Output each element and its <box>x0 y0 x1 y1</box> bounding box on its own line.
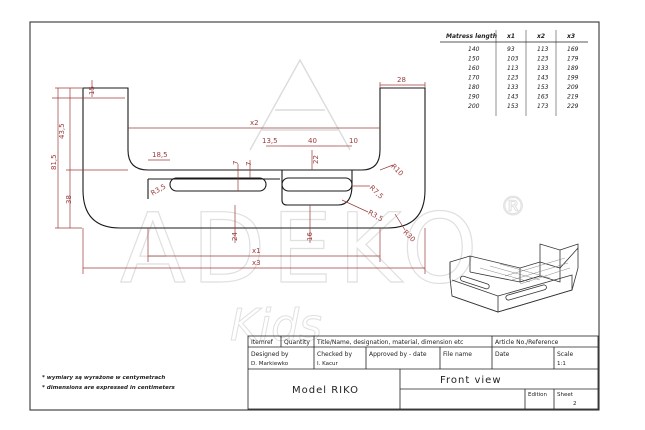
dim-22: 22 <box>312 155 320 164</box>
table-cell: 199 <box>567 75 579 82</box>
tb-article: Article No./Reference <box>495 339 559 346</box>
table-cell: 153 <box>537 84 549 91</box>
table-rows: 140 93 113 169 150 103 123 179 160 113 133 189 170 12… <box>468 46 579 110</box>
table-cell: 133 <box>507 84 519 91</box>
table-cell: 190 <box>468 94 480 101</box>
tb-designed-by-label: Designed by <box>251 351 289 358</box>
table-cell: 150 <box>468 56 480 63</box>
tb-sheet: 2 <box>573 401 577 407</box>
tb-quantity: Quantity <box>284 339 310 346</box>
table-cell: 133 <box>537 65 549 72</box>
watermark-registered: ® <box>500 192 526 222</box>
watermark-house-icon <box>249 58 351 151</box>
dimension-lines <box>52 80 426 274</box>
table-cell: 140 <box>468 46 480 53</box>
title-block <box>247 335 599 410</box>
dim-16: 16 <box>306 232 314 241</box>
table-cell: 143 <box>537 75 549 82</box>
tb-checked-by-label: Checked by <box>317 351 352 358</box>
dim-81-5: 81,5 <box>50 154 58 170</box>
cutout-right <box>281 170 353 206</box>
tb-scale-label: Scale <box>557 351 573 358</box>
dim-40: 40 <box>308 137 317 145</box>
dim-24: 24 <box>231 232 239 241</box>
table-cell: 113 <box>507 65 519 72</box>
dim-r10: R10 <box>389 162 404 177</box>
notes: * wymiary są wyrażone w centymetrach * d… <box>42 375 176 391</box>
table-cell: 170 <box>468 75 480 82</box>
dim-10: 10 <box>349 137 358 145</box>
table-cell: 229 <box>567 103 579 110</box>
dim-43-5: 43,5 <box>58 123 66 139</box>
note-english: * dimensions are expressed in centimeter… <box>42 385 176 391</box>
tb-title-desc: Title/Name, designation, material, dimen… <box>316 339 463 346</box>
watermark-brand: ADEKO <box>120 193 484 305</box>
table-cell: 180 <box>468 84 480 91</box>
table-header-x3: x3 <box>566 33 575 40</box>
dim-13-5: 13,5 <box>262 137 278 145</box>
table-cell: 189 <box>567 65 579 72</box>
dim-28: 28 <box>397 76 406 84</box>
tb-date-label: Date <box>495 351 510 358</box>
matress-table: Matress length x1 x2 x3 140 93 113 169 150 10… <box>440 30 588 116</box>
table-cell: 153 <box>507 103 519 110</box>
table-cell: 179 <box>567 56 579 63</box>
isometric-view <box>449 243 579 313</box>
dim-7a: 7 <box>232 161 240 165</box>
tb-designed-by: D. Markiewko <box>251 361 289 367</box>
table-cell: 209 <box>567 84 579 91</box>
dim-18-5: 18,5 <box>152 151 168 159</box>
dim-x3: x3 <box>252 259 261 267</box>
tb-itemref: Itemref <box>251 339 274 346</box>
table-cell: 160 <box>468 65 480 72</box>
slot-left <box>169 177 267 192</box>
title-block-text: Itemref Quantity Title/Name, designation… <box>251 339 577 407</box>
slot-right <box>281 177 353 192</box>
table-cell: 200 <box>468 103 480 110</box>
table-cell: 169 <box>567 46 579 53</box>
table-header-x2: x2 <box>536 33 545 40</box>
table-cell: 143 <box>507 94 519 101</box>
dim-x1: x1 <box>252 247 261 255</box>
table-cell: 93 <box>507 46 515 53</box>
table-cell: 103 <box>507 56 519 63</box>
tb-file-label: File name <box>443 351 472 358</box>
table-cell: 123 <box>507 75 519 82</box>
watermark: ADEKO Kids ® <box>119 58 527 352</box>
dim-7b: 7 <box>245 162 253 166</box>
tb-checked-by: I. Kacur <box>317 361 339 367</box>
table-cell: 163 <box>537 94 549 101</box>
watermark-script: Kids <box>230 300 322 351</box>
table-header-length: Matress length <box>446 33 497 40</box>
dim-x2: x2 <box>250 119 259 127</box>
tb-view: Front view <box>440 375 502 386</box>
table-header-x1: x1 <box>506 33 515 40</box>
tb-edition-label: Edition <box>528 392 548 398</box>
table-cell: 123 <box>537 56 549 63</box>
tb-sheet-label: Sheet <box>557 392 574 398</box>
dim-15: 15 <box>88 86 96 95</box>
table-cell: 113 <box>537 46 549 53</box>
tb-scale: 1:1 <box>557 361 566 367</box>
note-polish: * wymiary są wyrażone w centymetrach <box>42 375 165 381</box>
drawing-frame <box>29 21 600 411</box>
table-cell: 173 <box>537 103 549 110</box>
tb-model: Model RIKO <box>292 385 359 396</box>
dim-38: 38 <box>65 195 73 204</box>
table-cell: 219 <box>567 94 579 101</box>
tb-approved-label: Approved by - date <box>369 351 427 358</box>
